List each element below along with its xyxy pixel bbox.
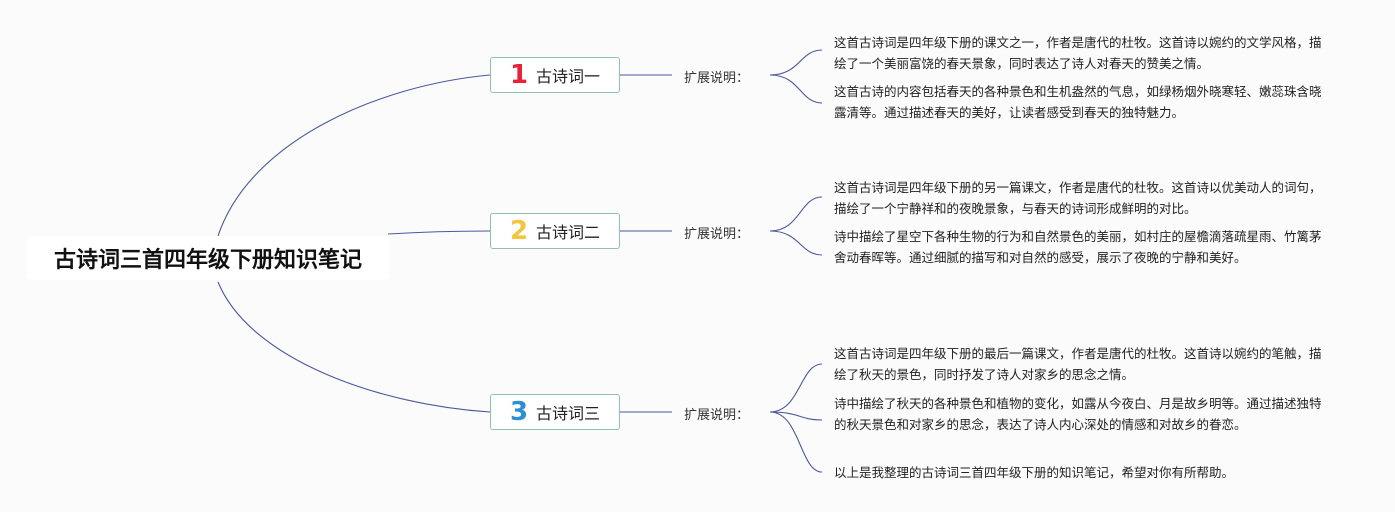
note-2-1[interactable]: 这首古诗词是四年级下册的另一篇课文，作者是唐代的杜牧。这首诗以优美动人的词句，描… — [834, 180, 1322, 216]
topic-2[interactable]: 2 古诗词二 — [490, 213, 620, 249]
note-1-2[interactable]: 这首古诗的内容包括春天的各种景色和生机盎然的气息，如绿杨烟外晓寒轻、嫩蕊珠含晓露… — [834, 84, 1322, 120]
expand-label[interactable]: 扩展说明： — [684, 408, 750, 423]
note-3-3[interactable]: 以上是我整理的古诗词三首四年级下册的知识笔记，希望对你有所帮助。 — [834, 465, 1235, 480]
topic-label: 古诗词一 — [536, 67, 601, 86]
note-3-1[interactable]: 这首古诗词是四年级下册的最后一篇课文，作者是唐代的杜牧。这首诗以婉约的笔触，描绘… — [834, 346, 1322, 382]
root-topic[interactable]: 古诗词三首四年级下册知识笔记 — [27, 236, 389, 280]
topic-3[interactable]: 3 古诗词三 — [490, 394, 620, 430]
number-1-icon: 1 — [509, 60, 529, 90]
topic-label: 古诗词三 — [536, 404, 601, 423]
number-3-icon: 3 — [509, 397, 529, 427]
topic-label: 古诗词二 — [536, 223, 601, 242]
number-2-icon: 2 — [509, 216, 529, 246]
note-3-2[interactable]: 诗中描绘了秋天的各种景色和植物的变化，如露从今夜白、月是故乡明等。通过描述独特的… — [834, 396, 1322, 432]
root-title: 古诗词三首四年级下册知识笔记 — [53, 248, 362, 273]
note-2-2[interactable]: 诗中描绘了星空下各种生物的行为和自然景色的美丽，如村庄的屋檐滴落疏星雨、竹篱茅舍… — [834, 229, 1322, 265]
expand-label[interactable]: 扩展说明： — [684, 71, 750, 86]
note-1-1[interactable]: 这首古诗词是四年级下册的课文之一，作者是唐代的杜牧。这首诗以婉约的文学风格，描绘… — [834, 35, 1322, 71]
topic-1[interactable]: 1 古诗词一 — [490, 57, 620, 93]
expand-label[interactable]: 扩展说明： — [684, 227, 750, 242]
